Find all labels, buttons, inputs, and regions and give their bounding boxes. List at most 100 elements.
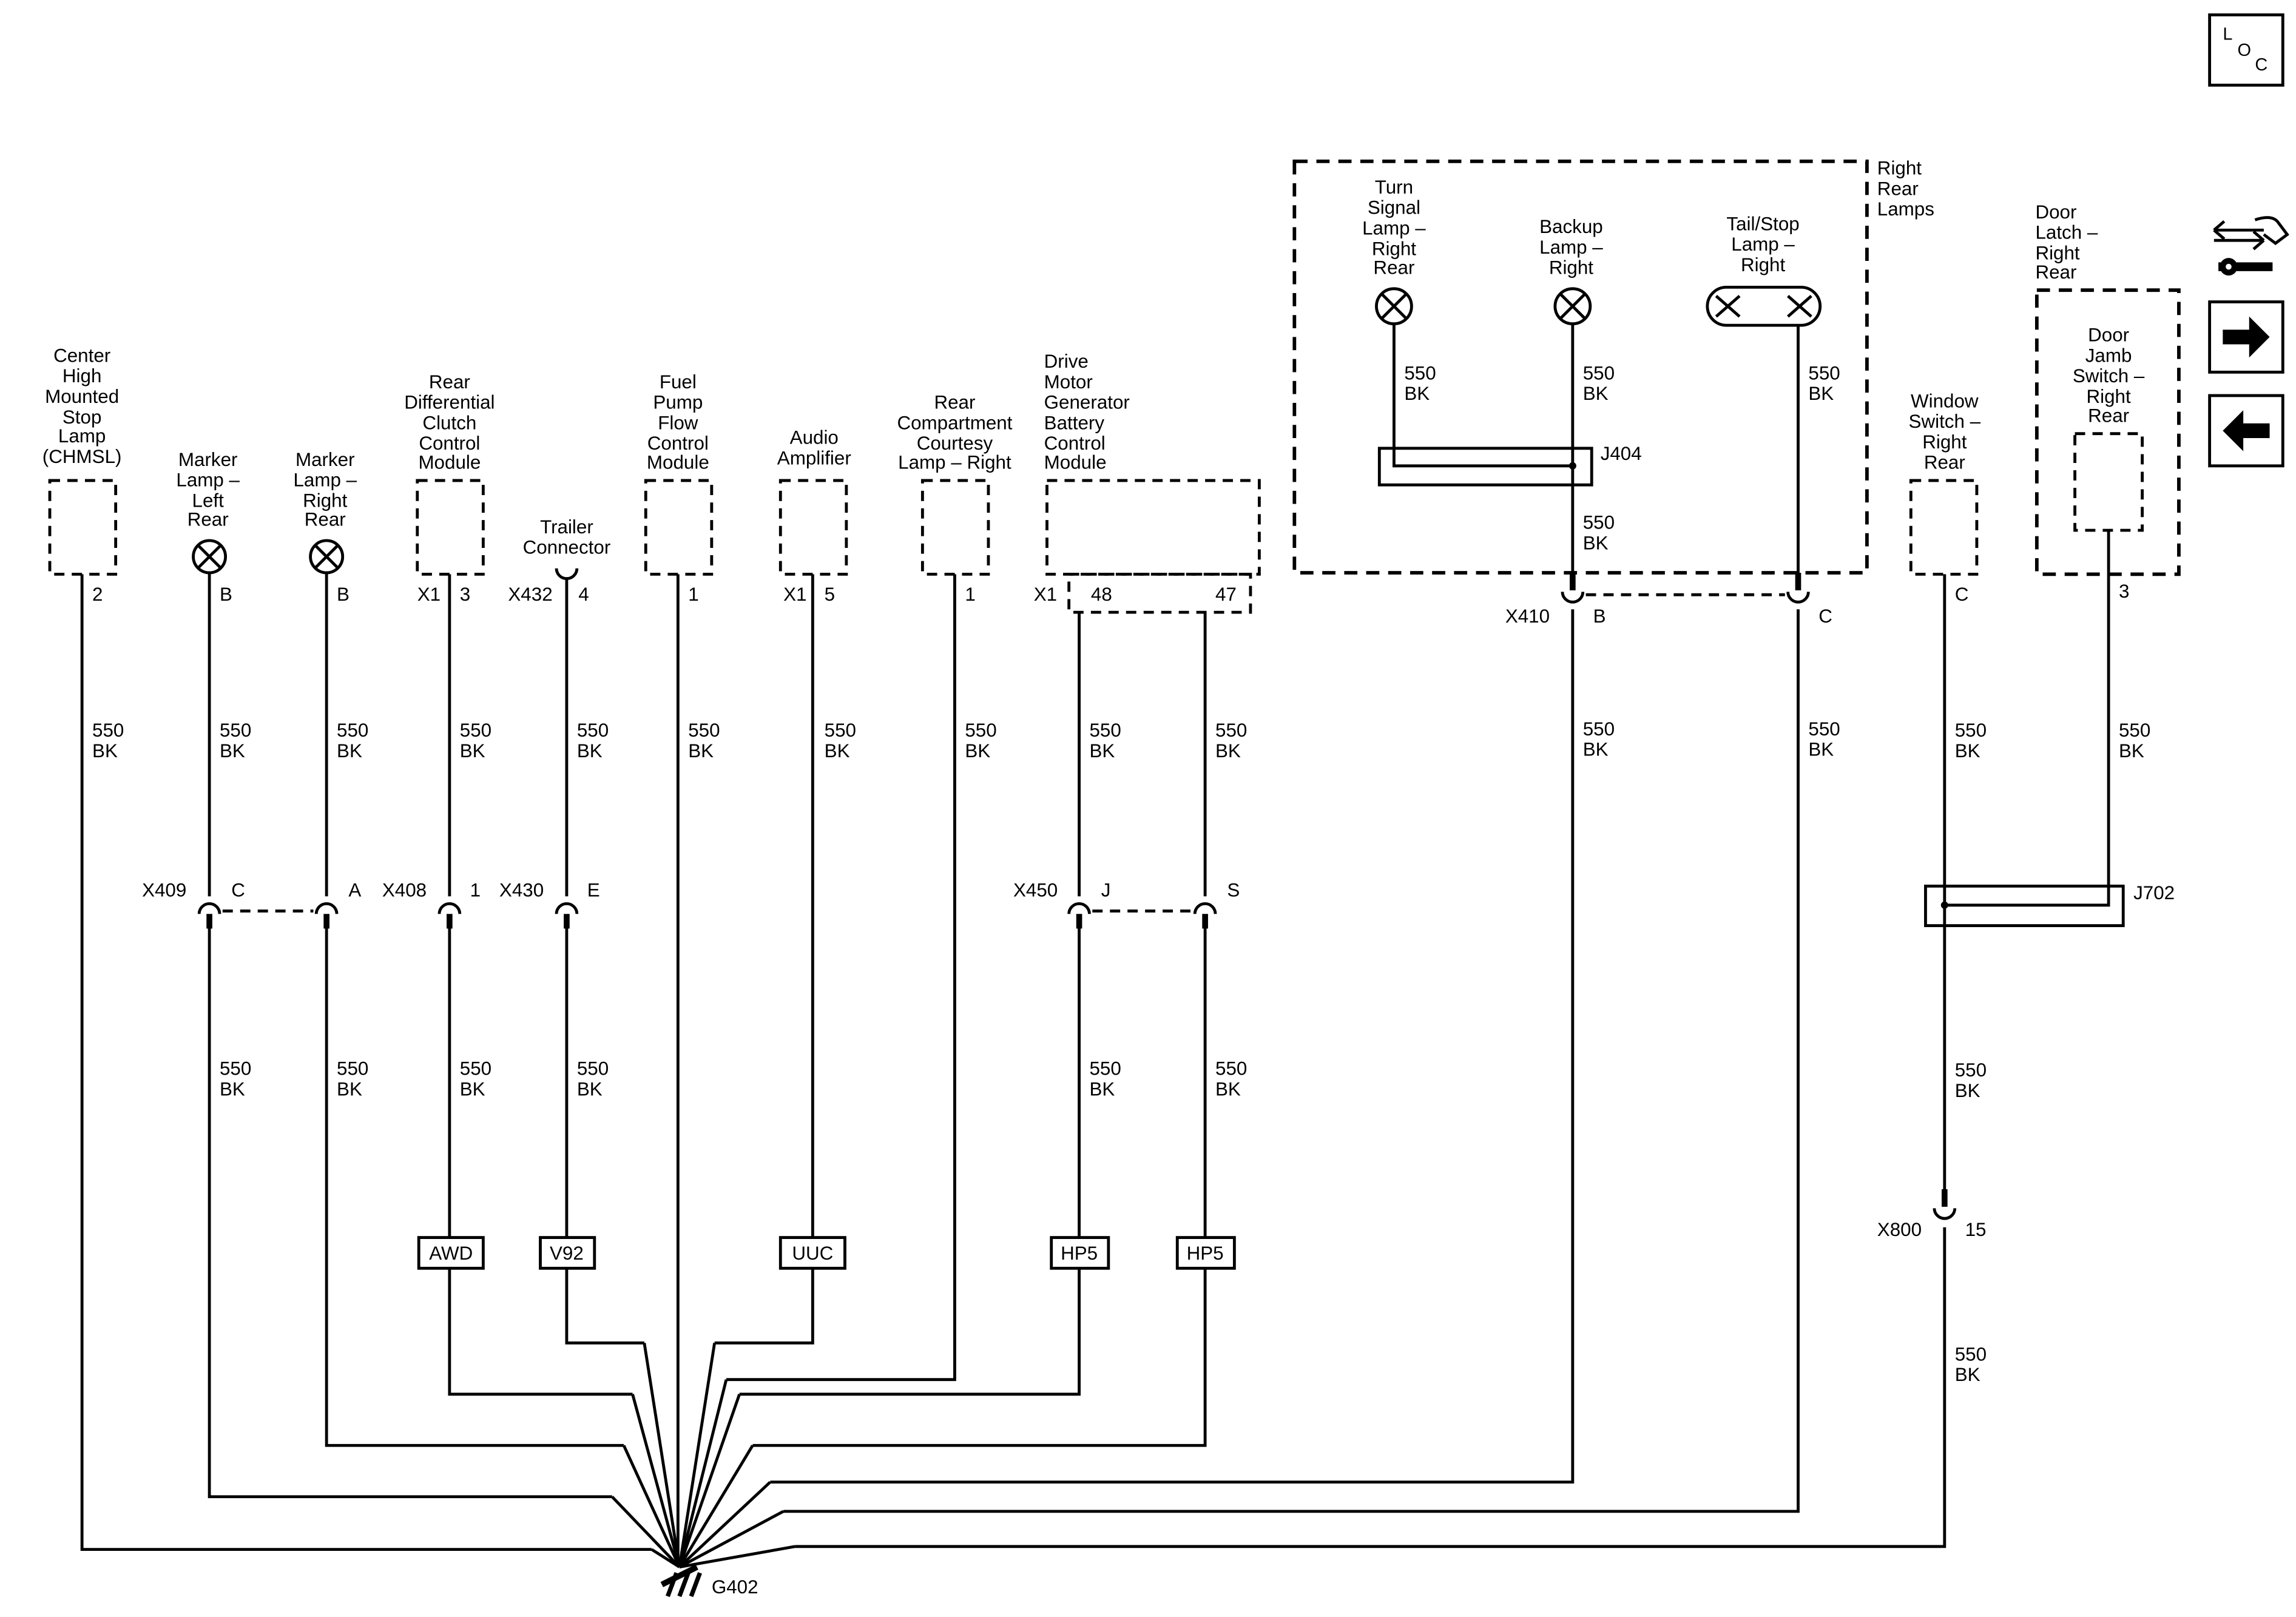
dmgbcm-label-4: Battery	[1044, 412, 1105, 433]
audio-label-2: Amplifier	[777, 447, 851, 468]
wire-circuit-label: 550	[1404, 362, 1436, 383]
window-switch-label-3: Right	[1922, 431, 1967, 453]
wire-color-label: BK	[1583, 532, 1609, 553]
chmsl-label-3: Mounted	[45, 386, 119, 407]
wire-color-label: BK	[1808, 383, 1834, 404]
dmgbcm-label-5: Control	[1044, 433, 1106, 454]
wire-circuit-label: 550	[965, 720, 996, 741]
fuel-pump-label-1: Fuel	[660, 371, 697, 393]
hp5-option-box-1: HP5	[1050, 1236, 1110, 1270]
wire-circuit-label: 550	[337, 720, 368, 741]
backup-lamp-icon	[1553, 287, 1592, 326]
audio-label-1: Audio	[790, 427, 839, 448]
v92-option-label: V92	[550, 1243, 584, 1264]
fuel-pump-label-4: Control	[647, 433, 709, 454]
wire-color-label: BK	[1089, 740, 1115, 761]
x410-name: X410	[1505, 606, 1550, 627]
wire-color-label: BK	[577, 1079, 603, 1100]
wire-circuit-label: 550	[577, 1058, 609, 1079]
ground-fan-lines	[611, 1342, 795, 1568]
door-latch-label-3: Right	[2035, 243, 2079, 264]
dmgbcm-48-wire-ground	[739, 1268, 1081, 1396]
right-rear-lamps-label-3: Lamps	[1877, 198, 1934, 220]
chmsl-pin: 2	[92, 584, 103, 605]
hp5-option-label-2: HP5	[1187, 1243, 1224, 1264]
wire-circuit-label: 550	[2119, 720, 2150, 741]
awd-option-label: AWD	[429, 1243, 473, 1264]
wire-circuit-label: 550	[688, 720, 720, 741]
marker-left-pin: B	[220, 584, 232, 605]
tail-stop-label-2: Lamp –	[1731, 234, 1795, 255]
v92-option-box: V92	[539, 1236, 596, 1270]
courtesy-label-1: Rear	[934, 392, 975, 413]
wire-color-label: BK	[1215, 740, 1241, 761]
x800-connector	[1933, 1189, 1957, 1220]
arrow-left-icon[interactable]	[2208, 394, 2284, 468]
x450-pin-s: S	[1227, 879, 1240, 900]
chmsl-label-4: Stop	[62, 407, 102, 428]
courtesy-wire	[726, 574, 956, 1382]
audio-wire-ground	[714, 1268, 814, 1345]
wire-circuit-label: 550	[577, 720, 609, 741]
wire-color-label: BK	[1808, 739, 1834, 760]
turn-signal-wire	[1393, 323, 1573, 468]
right-rear-lamps-label-1: Right	[1877, 158, 1922, 179]
door-jamb-label-4: Right	[2086, 386, 2130, 407]
x450-connector	[1067, 902, 1217, 929]
audio-box	[778, 479, 848, 576]
uuc-option-label: UUC	[792, 1243, 833, 1264]
wire-color-label: BK	[965, 740, 990, 761]
wire-circuit-label: 550	[1215, 1058, 1247, 1079]
j702-splice-pack	[1924, 884, 2125, 927]
turn-signal-label-2: Signal	[1368, 197, 1420, 218]
door-jamb-label-5: Rear	[2088, 405, 2129, 426]
marker-left-label-4: Rear	[187, 509, 229, 530]
wire-circuit-label: 550	[220, 720, 251, 741]
rdccm-label-5: Module	[418, 452, 481, 473]
marker-left-label-1: Marker	[178, 449, 238, 470]
wire-circuit-label: 550	[1955, 720, 1987, 741]
trailer-pin: 4	[578, 584, 589, 605]
trailer-conn: X432	[508, 584, 552, 605]
j404-splice-pack	[1377, 447, 1593, 487]
window-switch-label-2: Switch –	[1909, 411, 1981, 432]
door-jamb-box	[2073, 432, 2144, 532]
x800-wire	[795, 1227, 1947, 1548]
connector-tools-icon[interactable]	[2213, 216, 2289, 276]
trailer-wire-ground	[565, 1268, 644, 1345]
rdccm-label-1: Rear	[429, 371, 470, 393]
dmgbcm-label-6: Module	[1044, 452, 1107, 473]
hp5-option-label-1: HP5	[1061, 1243, 1098, 1264]
arrow-right-icon[interactable]	[2208, 300, 2284, 374]
marker-right-lamp-icon	[309, 539, 345, 575]
wire-color-label: BK	[460, 1079, 485, 1100]
marker-left-wire-lower	[208, 925, 612, 1499]
wire-circuit-label: 550	[1583, 718, 1615, 740]
tail-stop-label-3: Right	[1741, 254, 1785, 275]
x409-name: X409	[142, 879, 186, 900]
rdccm-wire-ground	[448, 1268, 633, 1396]
x408-connector	[437, 902, 462, 929]
x430-connector	[555, 902, 579, 929]
wire-color-label: BK	[1955, 1364, 1980, 1385]
wire-color-label: BK	[460, 740, 485, 761]
turn-signal-label-1: Turn	[1375, 177, 1413, 198]
wire-circuit-label: 550	[1089, 720, 1121, 741]
courtesy-box	[920, 479, 990, 576]
x800-name: X800	[1877, 1219, 1922, 1240]
marker-right-wire-lower	[325, 925, 624, 1447]
fuel-pump-label-3: Flow	[658, 412, 698, 433]
backup-label-3: Right	[1549, 257, 1593, 279]
window-switch-pin: C	[1955, 584, 1969, 605]
courtesy-pin: 1	[965, 584, 975, 605]
turn-signal-label-5: Rear	[1373, 257, 1414, 279]
wire-color-label: BK	[1089, 1079, 1115, 1100]
loc-letter-c: C	[2255, 55, 2267, 75]
courtesy-label-2: Compartment	[897, 412, 1012, 433]
right-rear-lamps-enclosure	[1292, 159, 1869, 575]
tail-stop-label-1: Tail/Stop	[1726, 213, 1799, 234]
marker-right-label-4: Rear	[305, 509, 346, 530]
audio-conn: X1	[783, 584, 806, 605]
loc-icon[interactable]: L O C	[2208, 13, 2284, 87]
